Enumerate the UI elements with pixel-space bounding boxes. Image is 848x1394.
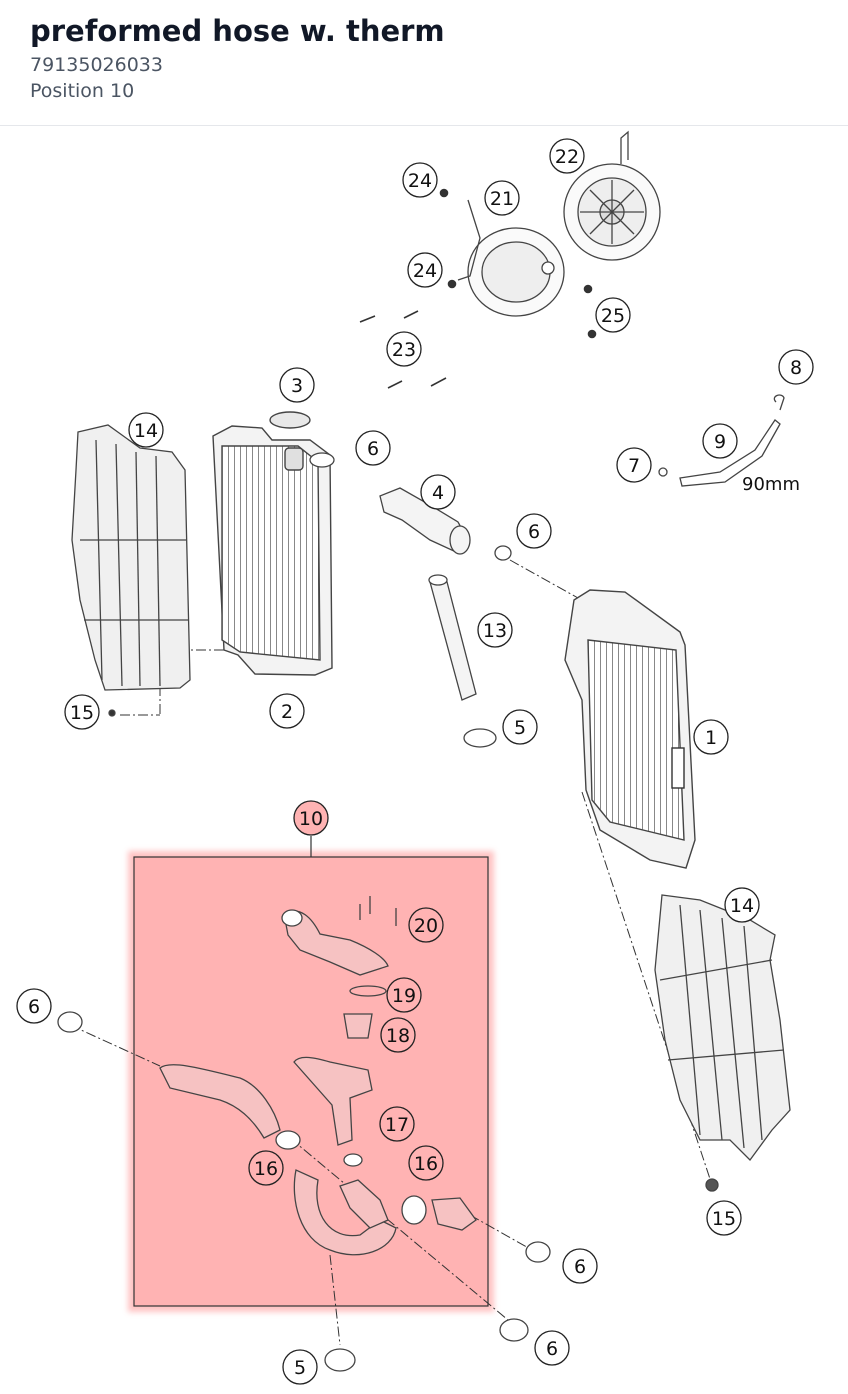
callout-label: 19 <box>392 985 416 1007</box>
callout-10-highlighted[interactable]: 10 <box>293 800 329 836</box>
callout-label: 6 <box>528 521 540 543</box>
page-title: preformed hose w. therm <box>30 14 445 48</box>
callout-25[interactable]: 25 <box>595 297 631 333</box>
callout-label: 7 <box>628 455 640 477</box>
callout-label: 17 <box>385 1114 409 1136</box>
callout-18[interactable]: 18 <box>380 1017 416 1053</box>
callout-19[interactable]: 19 <box>386 977 422 1013</box>
callout-label: 6 <box>546 1338 558 1360</box>
callout-23[interactable]: 23 <box>386 331 422 367</box>
callout-label: 15 <box>70 702 94 724</box>
callout-label: 5 <box>514 717 526 739</box>
callout-6[interactable]: 6 <box>16 988 52 1024</box>
callout-label: 18 <box>386 1025 410 1047</box>
callout-label: 6 <box>28 996 40 1018</box>
callout-24[interactable]: 24 <box>407 252 443 288</box>
callout-17[interactable]: 17 <box>379 1106 415 1142</box>
radiator-shroud-left[interactable] <box>71 424 191 691</box>
fan-screws <box>359 188 597 389</box>
callout-label: 8 <box>790 357 802 379</box>
callout-7[interactable]: 7 <box>616 447 652 483</box>
hose-clamps <box>57 1011 551 1372</box>
callout-6[interactable]: 6 <box>355 430 391 466</box>
preformed-hose-assembly[interactable] <box>159 896 477 1256</box>
callout-6[interactable]: 6 <box>516 513 552 549</box>
hose-length-label: 90mm <box>742 474 800 495</box>
callout-8[interactable]: 8 <box>778 349 814 385</box>
callout-label: 9 <box>714 431 726 453</box>
radiator-shroud-right[interactable] <box>654 894 791 1161</box>
callout-4[interactable]: 4 <box>420 474 456 510</box>
callout-1[interactable]: 1 <box>693 719 729 755</box>
callout-label: 21 <box>490 188 514 210</box>
callout-label: 6 <box>574 1256 586 1278</box>
position-label: Position 10 <box>30 80 135 102</box>
callout-label: 14 <box>730 895 754 917</box>
callout-label: 24 <box>408 170 432 192</box>
exploded-parts-diagram: 1 2 3 4 5 5 6 6 6 6 6 7 8 9 10 13 14 14 … <box>0 127 848 1390</box>
callout-13[interactable]: 13 <box>477 612 513 648</box>
diagram-canvas: 1 2 3 4 5 5 6 6 6 6 6 7 8 9 10 13 14 14 … <box>16 130 814 1385</box>
callout-label: 25 <box>601 305 625 327</box>
radiator-left[interactable] <box>212 411 333 676</box>
callouts: 1 2 3 4 5 5 6 6 6 6 6 7 8 9 10 13 14 14 … <box>16 138 814 1385</box>
callout-label: 14 <box>134 420 158 442</box>
callout-5[interactable]: 5 <box>282 1349 318 1385</box>
callout-label: 4 <box>432 482 444 504</box>
callout-9[interactable]: 9 <box>702 423 738 459</box>
part-number: 79135026033 <box>30 54 163 76</box>
callout-14[interactable]: 14 <box>128 412 164 448</box>
callout-15[interactable]: 15 <box>706 1200 742 1236</box>
callout-label: 20 <box>414 915 438 937</box>
radiator-right[interactable] <box>564 589 696 869</box>
callout-label: 24 <box>413 260 437 282</box>
callout-label: 23 <box>392 339 416 361</box>
part-header: preformed hose w. therm 79135026033 Posi… <box>0 0 848 126</box>
callout-label: 2 <box>281 701 293 723</box>
callout-6[interactable]: 6 <box>534 1330 570 1366</box>
callout-24[interactable]: 24 <box>402 162 438 198</box>
callout-label: 10 <box>299 808 323 830</box>
callout-label: 6 <box>367 438 379 460</box>
upper-hoses[interactable] <box>108 394 785 1192</box>
callout-2[interactable]: 2 <box>269 693 305 729</box>
callout-21[interactable]: 21 <box>484 180 520 216</box>
callout-label: 5 <box>294 1357 306 1379</box>
fan-assembly[interactable] <box>457 130 661 317</box>
callout-20[interactable]: 20 <box>408 907 444 943</box>
callout-label: 22 <box>555 146 579 168</box>
callout-16[interactable]: 16 <box>408 1145 444 1181</box>
callout-label: 16 <box>254 1158 278 1180</box>
callout-14[interactable]: 14 <box>724 887 760 923</box>
callout-6[interactable]: 6 <box>562 1248 598 1284</box>
callout-label: 1 <box>705 727 717 749</box>
callout-label: 16 <box>414 1153 438 1175</box>
callout-label: 13 <box>483 620 507 642</box>
callout-label: 3 <box>291 375 303 397</box>
callout-3[interactable]: 3 <box>279 367 315 403</box>
callout-16[interactable]: 16 <box>248 1150 284 1186</box>
callout-15[interactable]: 15 <box>64 694 100 730</box>
callout-5[interactable]: 5 <box>502 709 538 745</box>
callout-22[interactable]: 22 <box>549 138 585 174</box>
callout-label: 15 <box>712 1208 736 1230</box>
